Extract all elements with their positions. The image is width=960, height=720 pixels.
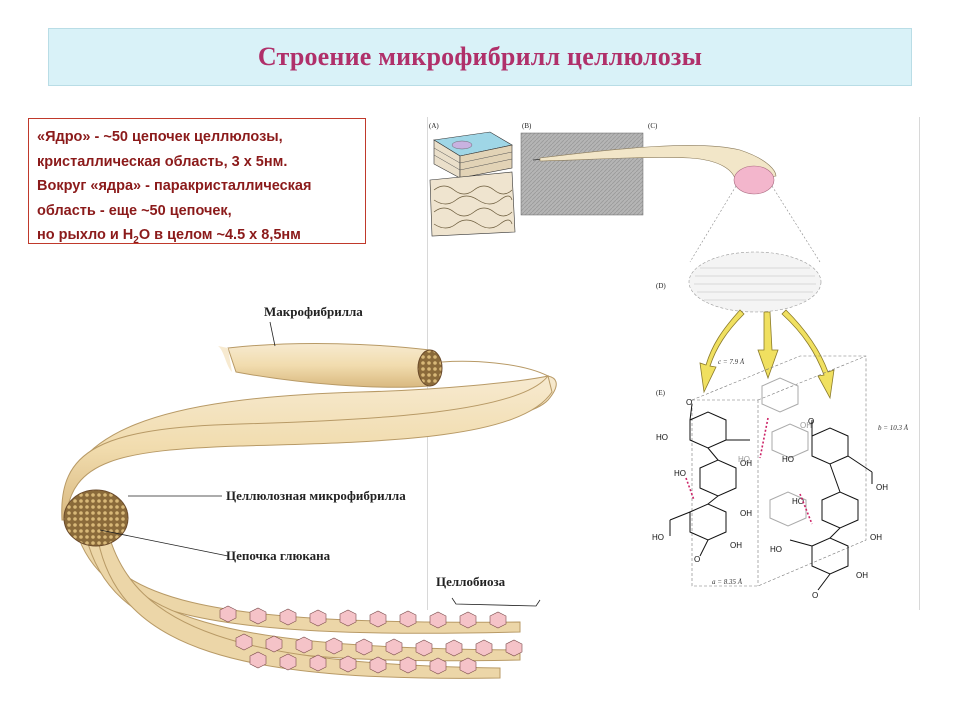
right-o-bottom: O <box>812 591 818 600</box>
zoom-arrows <box>700 310 834 398</box>
middle-ho: HO <box>738 455 750 464</box>
panel-d-label: (D) <box>656 282 666 290</box>
macrofibril-end-section <box>418 350 442 386</box>
glucose-chain-left <box>670 404 750 556</box>
right-oh-3: OH <box>856 571 868 580</box>
left-o-bottom: O <box>694 555 700 564</box>
zoom-guides-cd <box>690 186 820 262</box>
left-ho-1: HO <box>656 433 668 442</box>
right-oh-1: OH <box>876 483 888 492</box>
dimension-a: a = 8.35 Å <box>712 578 743 586</box>
left-oh-2: OH <box>740 509 752 518</box>
cell-wall-illustration <box>430 132 515 236</box>
fibril-cross-section <box>734 166 774 194</box>
microfibril-end-section <box>64 490 128 546</box>
left-o-top: O <box>686 398 692 407</box>
panel-a-label: (A) <box>429 122 439 130</box>
panel-c-label: (C) <box>648 122 658 130</box>
microfibril-cross-section <box>689 252 821 312</box>
glucan-chain-label: Цепочка глюкана <box>226 548 331 563</box>
left-ho-2: HO <box>674 469 686 478</box>
left-ho-3: HO <box>652 533 664 542</box>
right-o-top: O <box>808 417 814 426</box>
dimension-c: c = 7.9 Å <box>718 358 745 366</box>
macrofibril-label: Макрофибрилла <box>264 304 363 319</box>
right-ho-1: HO <box>782 455 794 464</box>
microfibril-label: Целлюлозная микрофибрилла <box>226 488 406 503</box>
panel-e-label: (E) <box>656 389 666 397</box>
panel-b-label: (B) <box>522 122 532 130</box>
right-ho-3: HO <box>770 545 782 554</box>
micrograph-image <box>521 133 643 215</box>
cellobiose-label: Целлобиоза <box>436 574 506 589</box>
left-oh-3: OH <box>730 541 742 550</box>
dimension-b: b = 10.3 Å <box>878 424 909 432</box>
right-oh-2: OH <box>870 533 882 542</box>
